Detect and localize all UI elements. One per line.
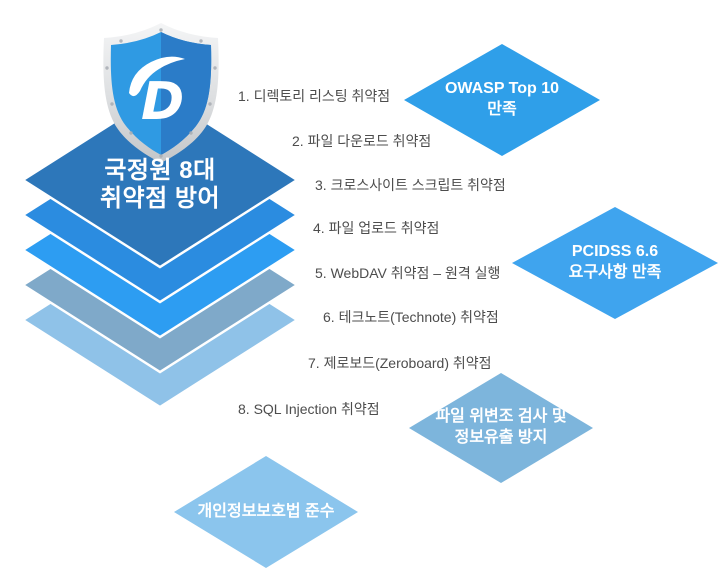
- shield-icon: D: [103, 23, 219, 163]
- badge-owasp-line2: 만족: [487, 101, 517, 118]
- vulnerability-item-7: 7. 제로보드(Zeroboard) 취약점: [308, 355, 492, 371]
- main-title-line2: 취약점 방어: [99, 185, 221, 213]
- logo-swoosh: [129, 56, 185, 97]
- vulnerability-item-2: 2. 파일 다운로드 취약점: [292, 133, 432, 149]
- vulnerability-item-3: 3. 크로스사이트 스크립트 취약점: [315, 177, 506, 193]
- main-title-line1: 국정원 8대: [104, 157, 216, 184]
- badge-pcidss-line1: PCIDSS 6.6: [571, 243, 659, 261]
- vulnerability-item-6: 6. 테크노트(Technote) 취약점: [323, 309, 499, 325]
- vulnerability-item-5: 5. WebDAV 취약점 – 원격 실행: [315, 265, 501, 281]
- badge-integrity-line2: 정보유출 방지: [454, 429, 548, 446]
- logo-letter: D: [141, 72, 184, 132]
- shield-inner-right: [161, 32, 212, 155]
- vulnerability-item-4: 4. 파일 업로드 취약점: [313, 220, 440, 236]
- vulnerability-item-1: 1. 디렉토리 리스팅 취약점: [238, 88, 391, 104]
- main-diamond-title: 국정원 8대 취약점 방어: [60, 157, 260, 214]
- badge-pcidss-line2: 요구사항 만족: [568, 264, 662, 281]
- badge-integrity-line1: 파일 위변조 검사 및: [435, 408, 567, 426]
- shield-rivets: [105, 28, 217, 158]
- vulnerability-item-8: 8. SQL Injection 취약점: [238, 401, 380, 417]
- shield-d-logo-icon: D: [129, 56, 185, 132]
- badge-privacy-line1: 개인정보보호법 준수: [197, 502, 335, 520]
- badge-owasp-line1: OWASP Top 10: [444, 80, 560, 98]
